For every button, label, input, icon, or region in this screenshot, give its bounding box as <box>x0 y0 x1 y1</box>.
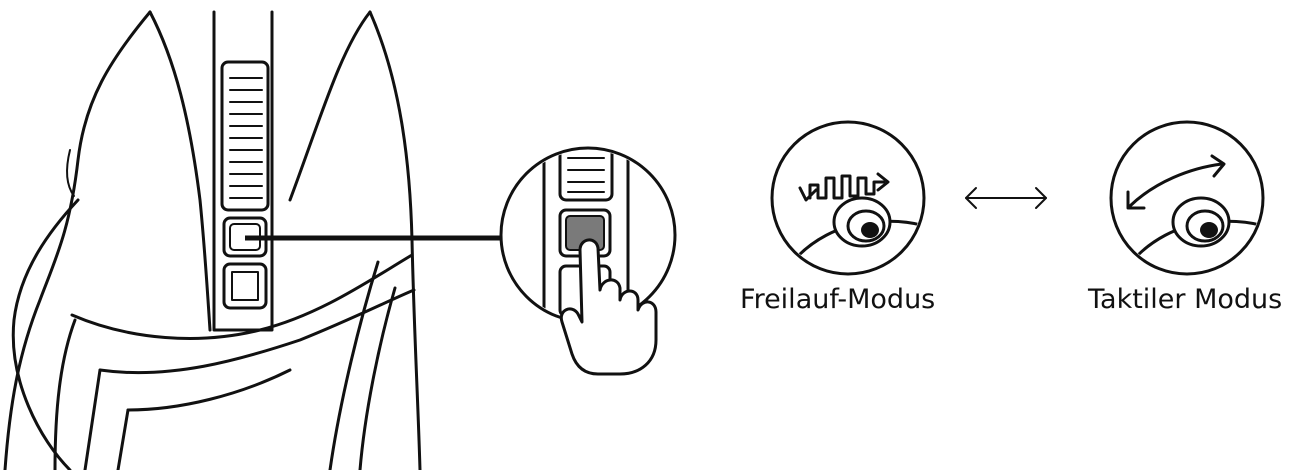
tactile-wheel-icon <box>1109 120 1265 276</box>
free-spin-wheel-icon <box>770 120 926 276</box>
pointing-finger-icon <box>559 238 658 376</box>
double-arrow-icon <box>965 187 1047 209</box>
tactile-mode-label: Taktiler Modus <box>1088 284 1283 315</box>
free-spin-mode-label: Freilauf-Modus <box>740 284 936 315</box>
zoom-circle-icon <box>499 146 677 324</box>
mouse-outline-icon <box>3 10 422 470</box>
